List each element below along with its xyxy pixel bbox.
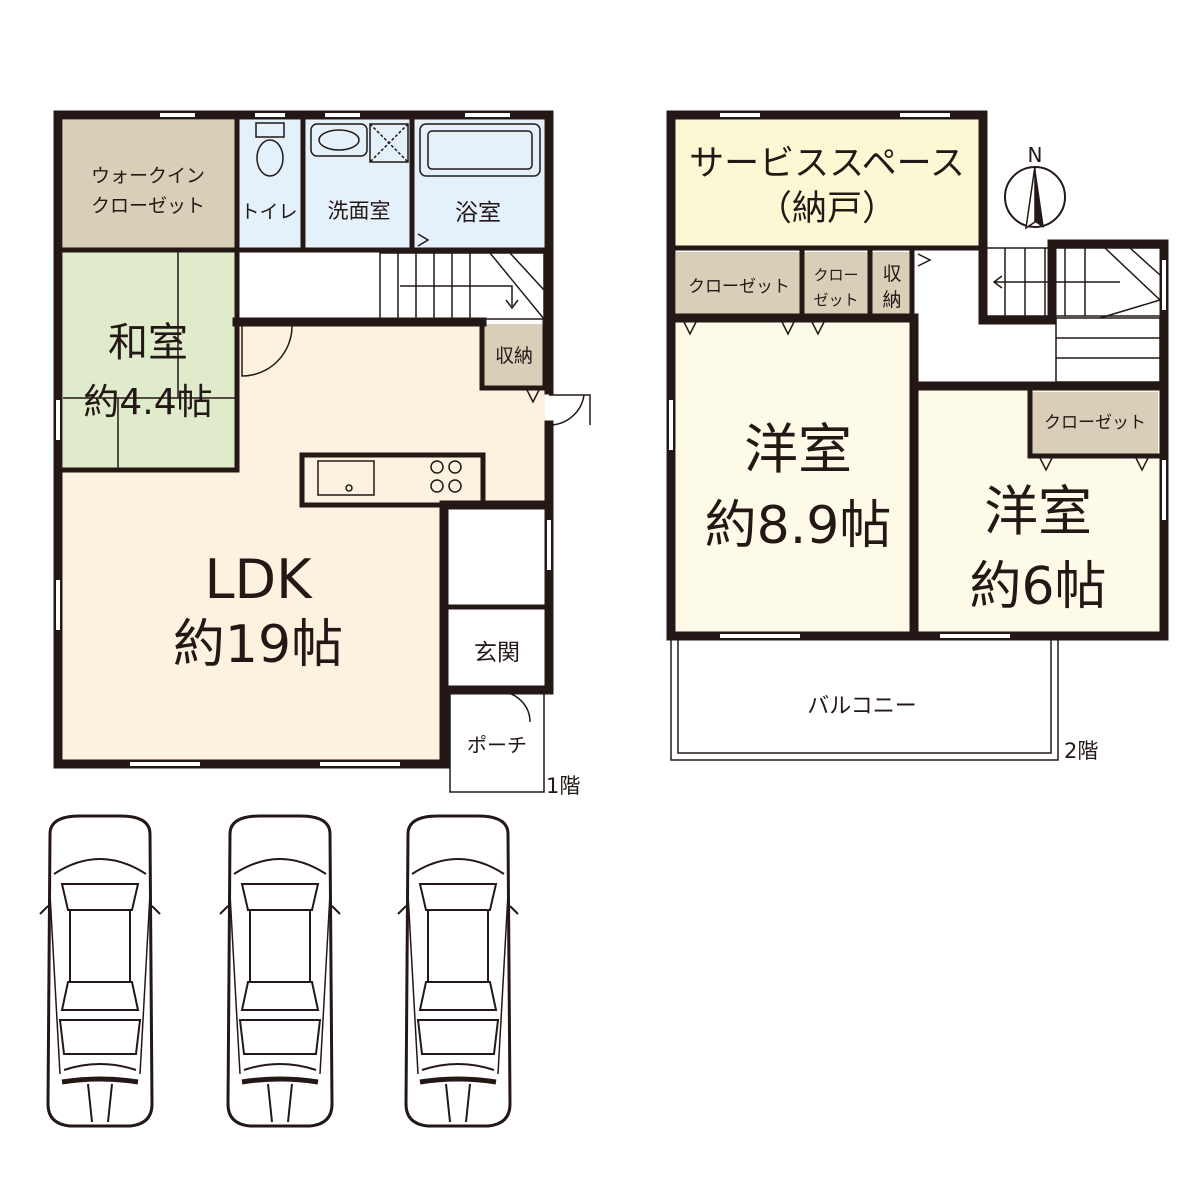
storage-fill-1: [484, 324, 544, 386]
compass-label: N: [1028, 143, 1043, 167]
floor-1: ウォークイン クローゼット トイレ 洗面室 浴室 和室 約4.4帖 収納 LDK…: [53, 110, 591, 798]
floor2-stairs: [984, 247, 1162, 383]
car-icon-3: [398, 816, 518, 1126]
washitsu-size: 約4.4帖: [83, 382, 212, 423]
storage-label-1: 収納: [495, 345, 533, 367]
wic-label-2: クローゼット: [91, 195, 205, 217]
youshitsu1-fill: [676, 318, 912, 632]
washroom-fill: [306, 120, 410, 248]
storage-2-label-1: 収: [882, 263, 901, 285]
toilet-fill: [237, 120, 301, 248]
toilet-label: トイレ: [240, 201, 297, 223]
closet-c-label: クローゼット: [1044, 413, 1146, 433]
washitsu-fill: [63, 252, 235, 468]
service-fill: [676, 120, 978, 248]
ldk-fill: [63, 322, 545, 760]
storage-2-label-2: 納: [882, 289, 901, 311]
service-label-2: （納戸）: [757, 189, 897, 229]
ldk-size: 約19帖: [173, 615, 343, 675]
washitsu-name: 和室: [108, 320, 188, 366]
floor-2: サービススペース （納戸） クローゼット クロー ゼット 収 納 洋室 約8.9…: [666, 110, 1169, 763]
compass-icon: N: [1004, 143, 1066, 230]
wic-fill: [63, 120, 235, 250]
balcony-outline: [670, 636, 1059, 761]
closet-b-label-1: クロー: [813, 266, 858, 284]
floor1-stairs: [379, 252, 545, 320]
balcony-label: バルコニー: [807, 694, 917, 719]
wic-label-1: ウォークイン: [91, 165, 205, 187]
car-icon-2: [220, 816, 340, 1126]
closet-b-fill: [804, 252, 868, 316]
service-label-1: サービススペース: [689, 144, 965, 184]
closet-a-fill: [676, 252, 800, 316]
closet-b-label-2: ゼット: [813, 291, 858, 309]
storage-2-fill: [872, 252, 912, 316]
floor2-label: 2階: [1064, 739, 1098, 763]
tatami-lines: [63, 252, 235, 468]
car-icon-1: [40, 816, 160, 1126]
bathroom-fill: [414, 120, 544, 248]
closet-a-label: クローゼット: [688, 277, 790, 297]
youshitsu2-name: 洋室: [984, 480, 1092, 543]
ldk-name: LDK: [204, 548, 313, 611]
bathroom-label: 浴室: [455, 200, 501, 226]
floor1-label: 1階: [546, 774, 580, 798]
youshitsu2-size: 約6帖: [969, 557, 1106, 617]
youshitsu1-size: 約8.9帖: [705, 496, 892, 556]
floor2-outer-wall: [666, 110, 1169, 641]
entrance-label: 玄関: [474, 640, 520, 666]
porch-label: ポーチ: [467, 733, 527, 757]
washroom-label: 洗面室: [328, 199, 391, 223]
youshitsu1-name: 洋室: [744, 418, 852, 481]
closet-c-fill: [1032, 392, 1158, 454]
